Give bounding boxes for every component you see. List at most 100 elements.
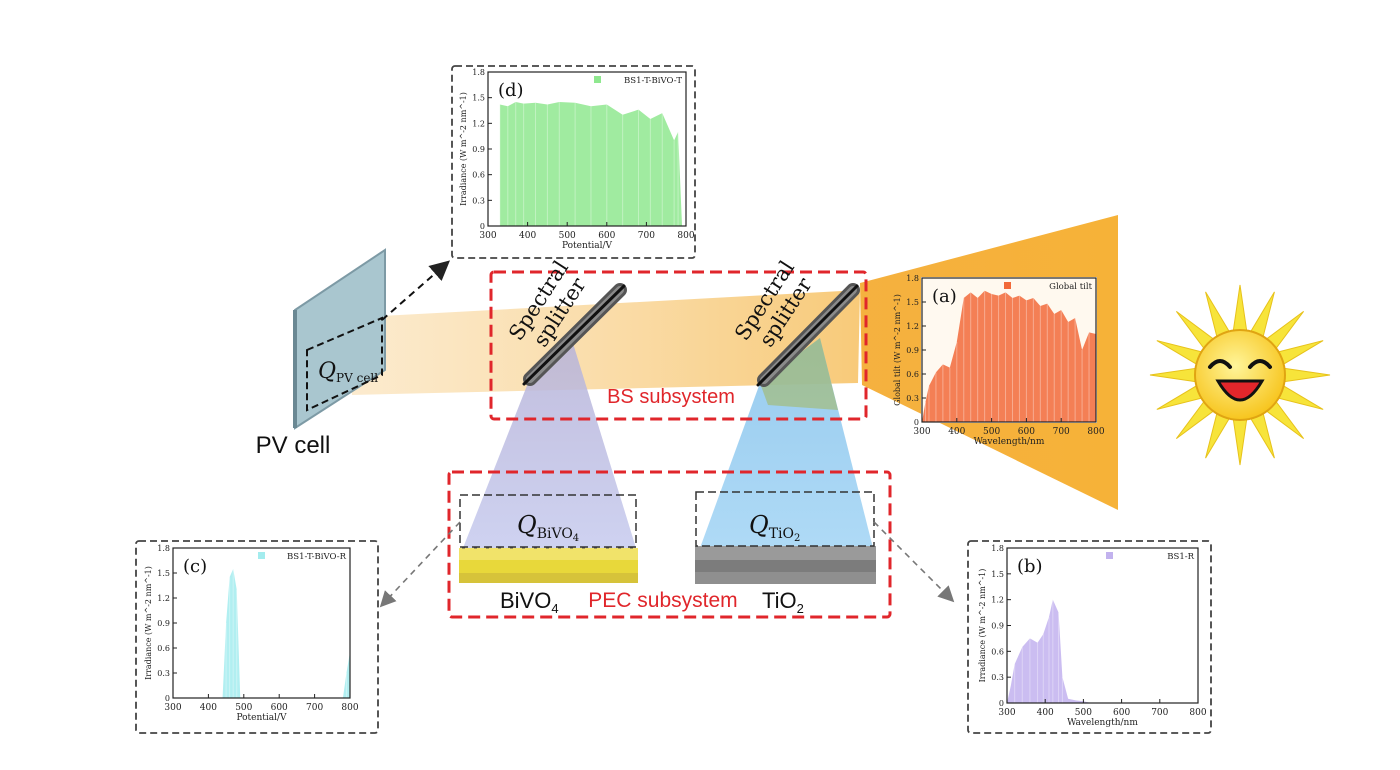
chart-a-xlabel: Wavelength/nm xyxy=(974,437,1045,447)
bs-subsystem-label: BS subsystem xyxy=(607,386,735,408)
chart-b-legend-swatch xyxy=(1106,552,1113,559)
chart-c-xlabel: Potential/V xyxy=(236,713,287,723)
chart-c-ylabel: Irradiance (W m^-2 nm^-1) xyxy=(144,566,153,680)
chart-d-xtick-label: 400 xyxy=(519,231,536,241)
q-tio2-label: QTiO2 xyxy=(749,511,800,544)
chart-b-ytick-label: 0 xyxy=(999,699,1004,708)
dashed-arrow-to-c xyxy=(379,521,461,608)
chart-b-xtick-label: 600 xyxy=(1113,708,1130,718)
chart-a-area-series xyxy=(922,290,1096,422)
chart-b-legend-label: BS1-R xyxy=(1167,552,1194,562)
q-pv-cell-label: QPV cell xyxy=(318,359,378,385)
chart-b-xtick-label: 500 xyxy=(1075,708,1092,718)
chart-c-ytick-label: 0.6 xyxy=(157,644,170,653)
chart-c-xtick-label: 400 xyxy=(200,703,217,713)
chart-a-ytick-label: 0.6 xyxy=(906,370,919,379)
chart-d-ytick-label: 1.2 xyxy=(472,119,485,128)
spectral-splitter-right xyxy=(756,283,860,387)
dashed-arrow-icon xyxy=(381,260,451,321)
chart-a-ytick-label: 1.2 xyxy=(906,322,919,331)
sun-ray xyxy=(1280,367,1331,383)
chart-a-xtick-label: 500 xyxy=(983,427,1000,437)
bivo4-beam xyxy=(463,340,636,548)
chart-a-ylabel: Global tilt (W m^-2 nm^-1) xyxy=(893,294,902,406)
chart-a-xtick-label: 300 xyxy=(913,427,930,437)
chart-b-panel-label: (b) xyxy=(1017,556,1043,577)
chart-d-ylabel: Irradiance (W m^-2 nm^-1) xyxy=(459,92,468,206)
chart-a-xtick-label: 600 xyxy=(1018,427,1035,437)
pv-cell-label: PV cell xyxy=(256,432,331,459)
light-beam xyxy=(345,290,860,395)
chart-d-area-series xyxy=(499,101,686,226)
chart-c-frame xyxy=(135,540,379,734)
chart-d-legend-label: BS1-T-BiVO-T xyxy=(624,76,682,86)
tio2-label: TiO2 xyxy=(762,588,804,616)
tio2-film xyxy=(695,546,876,584)
sun-ray xyxy=(1232,415,1248,466)
chart-a-ytick-label: 1.5 xyxy=(906,298,919,307)
chart-a-xtick-label: 800 xyxy=(1087,427,1104,437)
dashed-arrow-to-b xyxy=(873,521,955,603)
chart-d-ytick-label: 0.9 xyxy=(472,145,485,154)
chart-b-ylabel: Irradiance (W m^-2 nm^-1) xyxy=(978,569,987,683)
chart-a-ytick-label: 1.8 xyxy=(906,274,919,283)
chart-a-xtick-label: 400 xyxy=(948,427,965,437)
chart-b-frame xyxy=(967,540,1212,734)
chart-b-xtick-label: 800 xyxy=(1189,708,1206,718)
chart-a-panel-label: (a) xyxy=(932,286,957,307)
chart-d-ytick-label: 0.6 xyxy=(472,171,485,180)
q-pv-cell-box xyxy=(306,316,383,412)
chart-a-ytick-label: 0 xyxy=(914,418,919,427)
bivo4-film xyxy=(459,547,638,583)
sun-ray xyxy=(1149,367,1200,383)
chart-b-ytick-label: 0.9 xyxy=(991,622,1004,631)
chart-d-legend-swatch xyxy=(594,76,601,83)
chart-d-panel: 300 400 500 600 700 800 0 0.3 0.6 0.9 1.2 1.5 1.8Pot… xyxy=(451,65,696,259)
chart-c-panel-label: (c) xyxy=(183,556,207,577)
chart-c-xtick-label: 700 xyxy=(306,703,323,713)
chart-b-ytick-label: 1.2 xyxy=(991,596,1004,605)
q-bivo4-label: QBiVO4 xyxy=(517,511,579,544)
chart-d-ytick-label: 0 xyxy=(480,222,485,231)
chart-d-xtick-label: 300 xyxy=(479,231,496,241)
chart-d-ytick-label: 1.8 xyxy=(472,68,485,77)
q-bivo4-box xyxy=(459,494,637,548)
chart-c-xtick-label: 500 xyxy=(235,703,252,713)
spectral-splitter-left xyxy=(522,283,627,386)
chart-b-ytick-label: 0.6 xyxy=(991,647,1004,656)
chart-c-legend-swatch xyxy=(258,552,265,559)
bivo4-label: BiVO4 xyxy=(500,588,559,616)
chart-c-legend-label: BS1-T-BiVO-R xyxy=(287,552,347,562)
tio2-beam-overlap xyxy=(760,338,838,410)
pec-subsystem-box xyxy=(447,470,892,619)
chart-c-ytick-label: 0.9 xyxy=(157,619,170,628)
chart-c-ytick-label: 0 xyxy=(165,694,170,703)
chart-c-ytick-label: 1.5 xyxy=(157,569,170,578)
chart-d-xtick-label: 700 xyxy=(638,231,655,241)
chart-b-ytick-label: 1.8 xyxy=(991,544,1004,553)
chart-d-xtick-label: 600 xyxy=(598,231,615,241)
chart-b-xlabel: Wavelength/nm xyxy=(1067,718,1138,728)
chart-b-xtick-label: 300 xyxy=(998,708,1015,718)
chart-d-panel-label: (d) xyxy=(498,80,524,101)
chart-d-xtick-label: 800 xyxy=(677,231,694,241)
chart-d-xlabel: Potential/V xyxy=(562,241,613,251)
pv-cell-panel xyxy=(294,248,386,430)
chart-a-legend-swatch xyxy=(1004,282,1011,289)
chart-a-ytick-label: 0.3 xyxy=(906,394,919,403)
chart-b-ytick-label: 1.5 xyxy=(991,570,1004,579)
chart-d-ytick-label: 1.5 xyxy=(472,94,485,103)
chart-d-xtick-label: 500 xyxy=(559,231,576,241)
chart-a-xtick-label: 700 xyxy=(1053,427,1070,437)
bs-subsystem-box xyxy=(489,270,868,421)
chart-c-ytick-label: 0.3 xyxy=(157,669,170,678)
chart-c-xtick-label: 800 xyxy=(341,703,358,713)
chart-b-area-series xyxy=(1007,599,1198,703)
chart-d-ytick-label: 0.3 xyxy=(472,196,485,205)
chart-c-xtick-label: 600 xyxy=(271,703,288,713)
sun-ray xyxy=(1232,284,1248,335)
